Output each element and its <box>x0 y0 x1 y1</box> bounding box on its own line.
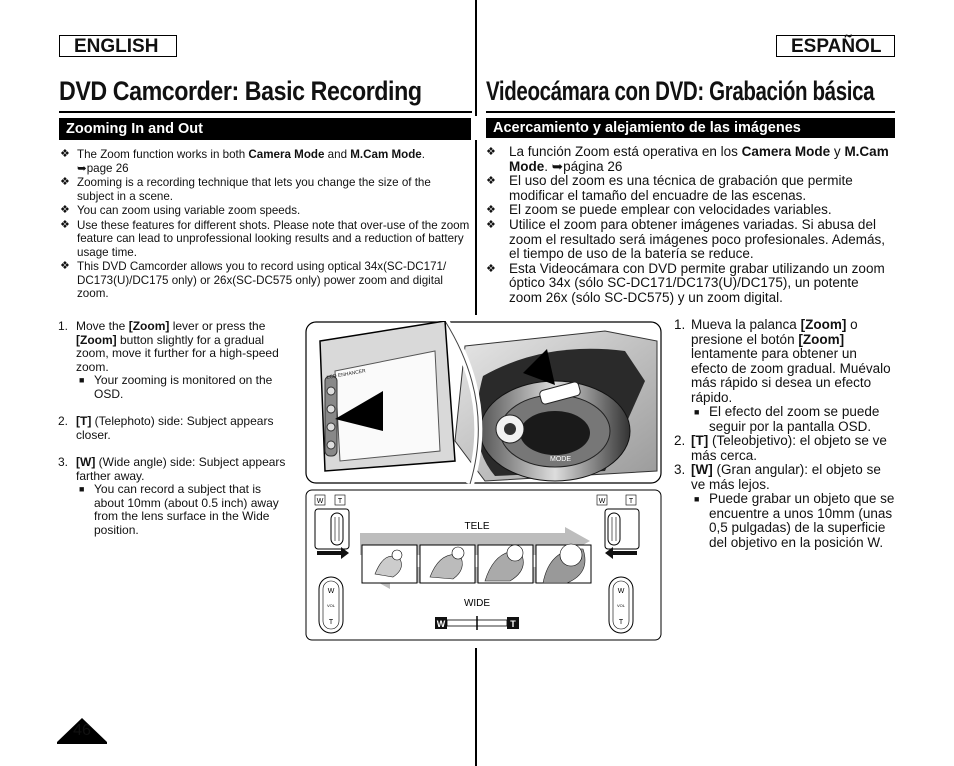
zoom-lever-pointer-arrow <box>523 349 555 385</box>
zoom-lever-left-diagram: W T W VOL T <box>314 494 350 634</box>
w-key-label: W <box>328 588 335 595</box>
bullet-item: ❖El zoom se puede emplear con velocidade… <box>486 202 832 218</box>
diamond-bullet-icon: ❖ <box>486 146 496 158</box>
page-title-english: DVD Camcorder: Basic Recording <box>59 76 422 106</box>
step-item: 2.[T] (Teleobjetivo): el objeto se ve má… <box>674 433 887 463</box>
diamond-bullet-icon: ❖ <box>60 260 70 272</box>
page-reference: página 26 <box>563 158 623 174</box>
column-divider-bottom <box>475 648 477 766</box>
column-divider-middle <box>475 140 477 315</box>
step-subnote: ■Puede grabar un objeto que se encuentre… <box>694 491 895 550</box>
square-bullet-icon: ■ <box>694 494 700 504</box>
step-item: 1.Move the [Zoom] lever or press the [Zo… <box>58 319 293 401</box>
square-bullet-icon: ■ <box>79 484 85 494</box>
diamond-bullet-icon: ❖ <box>60 218 70 231</box>
t-key-label: T <box>329 619 334 626</box>
bullet-item: ❖Esta Videocámara con DVD permite grabar… <box>486 260 885 305</box>
bullet-item: ❖La función Zoom está operativa en los C… <box>486 144 889 174</box>
diamond-bullet-icon: ❖ <box>486 262 496 275</box>
diamond-bullet-icon: ❖ <box>486 175 496 188</box>
zoom-frame-sequence <box>361 543 592 584</box>
step-item: 1.Mueva la palanca [Zoom] o presione el … <box>674 317 896 434</box>
page-number-background <box>57 718 107 744</box>
w-key-label: W <box>599 498 606 505</box>
bullet-item: ❖El uso del zoom es una técnica de graba… <box>486 173 853 203</box>
bullet-item: ❖This DVD Camcorder allows you to record… <box>60 260 447 300</box>
step-item: 3.[W] (Gran angular): el objeto se ve má… <box>674 462 895 550</box>
page-reference-arrow-icon: ➥ <box>551 158 564 174</box>
wide-label: WIDE <box>464 598 490 609</box>
step-item: 3.[W] (Wide angle) side: Subject appears… <box>58 455 293 537</box>
vol-label: VOL <box>617 603 626 608</box>
diamond-bullet-icon: ❖ <box>60 148 70 160</box>
diamond-bullet-icon: ❖ <box>60 176 70 188</box>
step-subnote: ■El efecto del zoom se puede seguir por … <box>694 404 880 434</box>
t-key-label: T <box>338 498 343 505</box>
w-key-label: W <box>618 588 625 595</box>
bullet-list-english: ❖The Zoom function works in both Camera … <box>60 148 470 302</box>
zoom-operation-diagram: W T W VOL T W T W VOL T TELE WIDE <box>305 489 662 641</box>
title-rule-english <box>59 111 472 113</box>
page-reference: page 26 <box>86 161 129 175</box>
page-number-text: 46 <box>73 722 91 739</box>
w-key-label: W <box>437 619 446 629</box>
t-key-label: T <box>510 619 516 629</box>
square-bullet-icon: ■ <box>694 407 700 417</box>
column-divider-top <box>475 0 477 116</box>
page-title-spanish: Videocámara con DVD: Grabación básica <box>486 76 875 106</box>
vol-label: VOL <box>327 603 336 608</box>
bullet-item: ❖Utilice el zoom para obtener imágenes v… <box>486 216 885 262</box>
zoom-button-pointer-arrow <box>335 391 383 431</box>
steps-list-spanish: 1.Mueva la palanca [Zoom] o presione el … <box>674 317 896 550</box>
square-bullet-icon: ■ <box>79 375 85 385</box>
zoom-lever-right-diagram: W T W VOL T <box>596 494 640 634</box>
bullet-item: ❖Use these features for different shots.… <box>60 218 470 259</box>
english-language-label: ENGLISH <box>59 35 177 57</box>
bullet-list-spanish: ❖La función Zoom está operativa en los C… <box>486 144 891 306</box>
bullet-item: ❖You can zoom using variable zoom speeds… <box>60 204 301 217</box>
tele-label: TELE <box>464 521 489 532</box>
section-heading-english: Zooming In and Out <box>59 118 471 140</box>
t-key-label: T <box>619 619 624 626</box>
diamond-bullet-icon: ❖ <box>486 204 496 217</box>
step-subnote: ■You can record a subject that is about … <box>79 482 279 537</box>
step-item: 2.[T] (Telephoto) side: Subject appears … <box>58 414 274 442</box>
step-subnote: ■Your zooming is monitored on the OSD. <box>79 373 273 401</box>
section-heading-spanish: Acercamiento y alejamiento de las imágen… <box>486 118 895 138</box>
camcorder-zoom-illustration: MODE LCD ENHANCER <box>305 321 662 484</box>
diamond-bullet-icon: ❖ <box>60 204 70 216</box>
spanish-language-label: ESPAÑOL <box>776 35 895 57</box>
w-key-label: W <box>317 498 324 505</box>
steps-list-english: 1.Move the [Zoom] lever or press the [Zo… <box>58 319 293 551</box>
bullet-item: ❖The Zoom function works in both Camera … <box>60 148 425 175</box>
diamond-bullet-icon: ❖ <box>486 218 496 231</box>
mode-label: MODE <box>550 456 571 463</box>
t-key-label: T <box>629 498 634 505</box>
bullet-item: ❖Zooming is a recording technique that l… <box>60 176 431 203</box>
page-number: 46 <box>57 718 107 744</box>
page-reference-arrow-icon: ➥ <box>77 161 87 175</box>
title-rule-spanish <box>486 111 895 113</box>
